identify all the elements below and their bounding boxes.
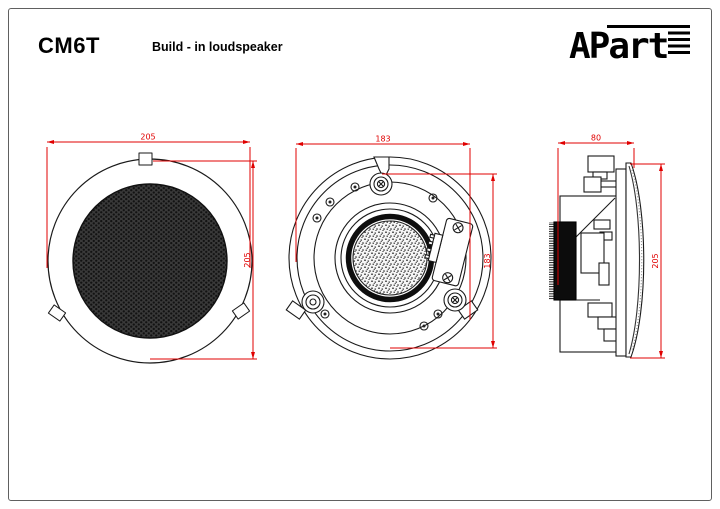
dim-side-height: 205: [630, 163, 665, 359]
dim-front-width: 205: [46, 133, 251, 268]
transformer-screw-top: [452, 222, 464, 234]
mounting-clamp-right: [443, 288, 479, 320]
side-transformer-bracket: [583, 155, 616, 193]
magnet: [553, 221, 577, 301]
grille-mesh: [72, 183, 228, 339]
model-title: CM6T: [38, 33, 100, 58]
dim-label-side-depth: 80: [591, 134, 601, 143]
product-subtitle: Build - in loudspeaker: [152, 40, 283, 54]
mounting-clamp-left: [285, 290, 325, 320]
terminal-strip: [427, 232, 444, 264]
dim-side-depth: 80: [557, 134, 635, 285]
grille-tab-top: [138, 152, 153, 166]
screw-holes: [312, 182, 443, 331]
apart-logo-text: APart: [569, 26, 667, 67]
front-bezel: [625, 162, 645, 358]
dim-label-side-height: 205: [651, 253, 660, 268]
apart-logo: APart: [569, 25, 690, 67]
dim-label-front-width: 205: [140, 133, 155, 142]
apart-logo-bars-icon: [668, 31, 690, 54]
basket-steps: [576, 299, 618, 342]
speaker-flange-inner: [296, 164, 484, 352]
cone-profile: [574, 197, 616, 239]
dim-label-cutout-width: 183: [375, 135, 390, 144]
dim-cutout-width: 183: [295, 135, 471, 320]
mounting-plate: [615, 168, 627, 357]
basket-vent: [580, 232, 605, 274]
front-view-without-grille: [285, 156, 492, 360]
dim-cutout-height: 183: [382, 173, 497, 349]
dim-front-height: 205: [150, 160, 257, 360]
grille-tab-right: [231, 302, 251, 320]
line-transformer: [424, 217, 474, 287]
transformer-screw-bottom: [442, 272, 454, 284]
front-view-with-grille: [47, 152, 253, 364]
dim-label-front-height: 205: [243, 252, 252, 267]
woofer-cone: [352, 220, 428, 296]
side-view: [549, 155, 645, 358]
apart-logo-overline: [607, 25, 690, 28]
dimensions: 205 205 183: [46, 133, 665, 360]
magnet-knurl-edge: [549, 222, 554, 300]
grille-tab-left: [47, 304, 67, 322]
dim-label-cutout-height: 183: [483, 253, 492, 268]
